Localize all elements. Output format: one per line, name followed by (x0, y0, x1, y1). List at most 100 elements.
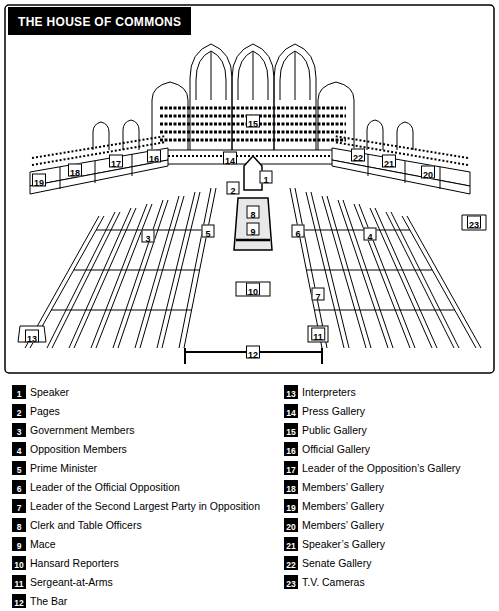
key-number: 1 (17, 389, 22, 399)
callout-number: 21 (382, 155, 396, 168)
callout-number: 2 (227, 182, 240, 195)
callout-text: 8 (250, 210, 255, 220)
key-number: 16 (286, 446, 295, 456)
key-number-box: 15 (284, 423, 298, 437)
callout-text: 2 (230, 186, 235, 196)
key-number-box: 6 (12, 480, 26, 494)
key-number: 20 (286, 522, 295, 532)
callout-number: 16 (147, 150, 161, 163)
callout-number: 6 (292, 225, 305, 238)
key-text: Members’ Gallery (302, 480, 384, 494)
key-text: Speaker’s Gallery (302, 537, 385, 551)
callout-number: 23 (467, 216, 481, 229)
key-text: Press Gallery (302, 404, 365, 418)
callout-number: 12 (246, 346, 260, 359)
callout-text: 15 (248, 119, 258, 129)
key-number: 15 (286, 427, 295, 437)
callout-text: 3 (145, 234, 150, 244)
key-number-box: 22 (284, 556, 298, 570)
callout-text: 7 (315, 292, 320, 302)
callout-number: 1 (260, 171, 273, 184)
callout-number: 8 (247, 206, 260, 219)
callout-number: 18 (68, 164, 82, 177)
key-text: Leader of the Opposition’s Gallery (302, 461, 461, 475)
key-text: Senate Gallery (302, 556, 371, 570)
key-text: Government Members (30, 423, 134, 437)
key-number: 7 (17, 503, 22, 513)
key-text: Sergeant-at-Arms (30, 575, 113, 589)
key-number: 6 (17, 484, 22, 494)
callout-number: 22 (351, 149, 365, 162)
callout-text: 6 (295, 229, 300, 239)
key-number: 12 (14, 598, 23, 608)
callout-text: 18 (70, 168, 80, 178)
key-number: 11 (15, 579, 24, 589)
key-number: 2 (17, 408, 22, 418)
key-number: 18 (286, 484, 295, 494)
key-number: 13 (286, 389, 295, 399)
key-text: The Bar (30, 594, 67, 608)
key-text: Leader of the Official Opposition (30, 480, 180, 494)
key-number-box: 17 (284, 461, 298, 475)
callout-number: 5 (202, 225, 215, 238)
key-number-box: 9 (12, 537, 26, 551)
key-text: Interpreters (302, 385, 356, 399)
callout-number: 10 (246, 283, 260, 296)
callout-text: 9 (250, 227, 255, 237)
callout-text: 11 (313, 332, 323, 342)
key-number: 4 (17, 446, 22, 456)
key-number-box: 21 (284, 537, 298, 551)
key-number-box: 16 (284, 442, 298, 456)
key-number-box: 4 (12, 442, 26, 456)
callout-text: 23 (469, 220, 479, 230)
callout-number: 19 (32, 174, 46, 187)
key-number-box: 19 (284, 499, 298, 513)
key-number-box: 20 (284, 518, 298, 532)
key-text: Speaker (30, 385, 69, 399)
key-number: 14 (286, 408, 295, 418)
key-number-box: 3 (12, 423, 26, 437)
key-number: 8 (17, 522, 22, 532)
callout-text: 19 (34, 178, 44, 188)
callout-text: 5 (205, 229, 210, 239)
callout-number: 17 (109, 155, 123, 168)
callout-number: 3 (142, 230, 155, 243)
key-text: Public Gallery (302, 423, 367, 437)
callout-number: 20 (421, 166, 435, 179)
callout-text: 22 (353, 153, 363, 163)
title-band: THE HOUSE OF COMMONS (8, 7, 191, 35)
key-text: Hansard Reporters (30, 556, 119, 570)
callout-number: 14 (223, 152, 237, 165)
title-text: THE HOUSE OF COMMONS (18, 15, 181, 29)
key-number: 10 (14, 560, 23, 570)
key-text: Opposition Members (30, 442, 127, 456)
key-number: 22 (286, 560, 295, 570)
callout-number: 11 (311, 328, 325, 341)
key-number: 9 (17, 541, 22, 551)
key-text: T.V. Cameras (302, 575, 365, 589)
key-number: 21 (286, 541, 295, 551)
key-number-box: 5 (12, 461, 26, 475)
key-text: Mace (30, 537, 56, 551)
callout-text: 10 (248, 287, 258, 297)
key-text: Pages (30, 404, 60, 418)
callout-text: 12 (248, 350, 258, 360)
key-number-box: 11 (12, 575, 26, 589)
key-text: Prime Minister (30, 461, 97, 475)
key-number-box: 18 (284, 480, 298, 494)
callout-text: 17 (111, 159, 121, 169)
key-number-box: 23 (284, 575, 298, 589)
callout-number: 15 (246, 115, 260, 128)
callout-text: 1 (263, 175, 268, 185)
key-number-box: 14 (284, 404, 298, 418)
key-text: Leader of the Second Largest Party in Op… (30, 499, 260, 513)
key-number-box: 7 (12, 499, 26, 513)
key-number: 3 (17, 427, 22, 437)
callout-text: 20 (423, 170, 433, 180)
callout-text: 14 (225, 156, 235, 166)
callout-number: 9 (247, 223, 260, 236)
key-number-box: 10 (12, 556, 26, 570)
key-number: 17 (286, 465, 295, 475)
key-number-box: 13 (284, 385, 298, 399)
